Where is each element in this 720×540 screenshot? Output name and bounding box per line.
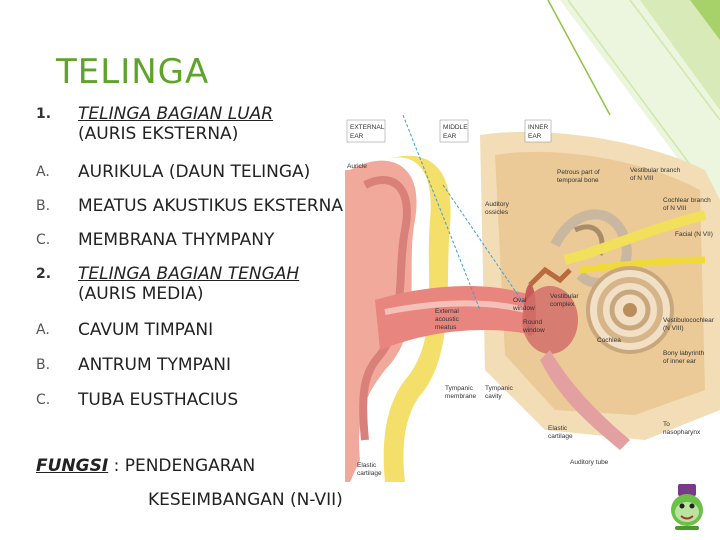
item-letter: A. [36, 164, 50, 180]
mascot-icon [671, 484, 703, 530]
label-cochlea: Cochlea [597, 337, 621, 344]
item-number: 2. [36, 266, 52, 282]
label-elastic-cartilage-2: cartilage [548, 433, 573, 440]
item-text: ANTRUM TYMPANI [78, 355, 232, 375]
label-bony-labyrinth: Bony labyrinth [663, 350, 705, 357]
label-oval-window: Oval [513, 297, 527, 304]
item-letter: C. [36, 232, 51, 248]
label-oval-window-2: window [512, 305, 535, 312]
label-tympanic-cavity: Tympanic [485, 385, 514, 392]
label-tympanic-membrane: Tympanic [445, 385, 474, 392]
function-separator: : [108, 456, 125, 476]
header-inner-2: EAR [528, 133, 542, 140]
item-text: CAVUM TIMPANI [78, 320, 214, 340]
label-cochlear-branch: Cochlear branch [663, 197, 711, 204]
label-vestibular-complex-2: complex [550, 301, 575, 308]
header-middle-2: EAR [443, 133, 457, 140]
label-petrous-2: temporal bone [557, 177, 599, 184]
label-auditory-tube: Auditory tube [570, 459, 609, 466]
item-text: TUBA EUSTHACIUS [78, 390, 239, 410]
header-inner: INNER [528, 124, 549, 131]
header-middle: MIDDLE [443, 124, 468, 131]
label-external-meatus-3: meatus [435, 324, 457, 331]
item-letter: A. [36, 322, 50, 338]
item-letter: B. [36, 198, 51, 214]
function-label: FUNGSI [36, 456, 109, 476]
label-round-window: Round [523, 319, 543, 326]
item-letter: C. [36, 392, 51, 408]
label-external-meatus: External [435, 308, 459, 315]
function-value: PENDENGARAN [124, 456, 256, 476]
label-vestibular-branch: Vestibular branch [630, 167, 681, 174]
item-subheading: (AURIS MEDIA) [78, 284, 204, 304]
label-auricle: Auricle [347, 163, 367, 170]
label-round-window-2: window [522, 327, 545, 334]
label-external-meatus-2: acoustic [435, 316, 460, 323]
item-subheading: (AURIS EKSTERNA) [78, 124, 239, 144]
slide-title: TELINGA [56, 52, 210, 92]
function-value-2: KESEIMBANGAN (N-VII) [148, 490, 343, 510]
item-text: MEATUS AKUSTIKUS EKSTERNA [78, 196, 343, 216]
label-vestibular-branch-2: of N VIII [630, 175, 654, 182]
label-vestibulocochlear-2: (N VIII) [663, 325, 684, 332]
label-elastic-cartilage: Elastic [548, 425, 568, 432]
item-text: MEMBRANA THYMPANY [78, 230, 275, 250]
label-elastic-cartilage-b-2: cartilage [357, 470, 382, 477]
label-vestibulocochlear: Vestibulocochlear [663, 317, 715, 324]
label-tympanic-membrane-2: membrane [445, 393, 476, 400]
label-bony-labyrinth-2: of inner ear [663, 358, 697, 365]
label-petrous: Petrous part of [557, 169, 600, 176]
function-line: FUNGSI : PENDENGARAN [36, 456, 255, 476]
item-letter: B. [36, 357, 51, 373]
item-heading: TELINGA BAGIAN LUAR [78, 104, 274, 124]
label-auditory-ossicles: Auditory [485, 201, 510, 208]
label-facial: Facial (N VII) [675, 231, 713, 238]
header-external: EXTERNAL [350, 124, 385, 131]
label-vestibular-complex: Vestibular [550, 293, 579, 300]
label-cochlear-branch-2: of N VIII [663, 205, 687, 212]
label-to-nasopharynx-2: nasopharynx [663, 429, 701, 436]
label-auditory-ossicles-2: ossicles [485, 209, 509, 216]
item-text: AURIKULA (DAUN TELINGA) [78, 162, 311, 182]
label-to-nasopharynx: To [663, 421, 670, 428]
header-external-2: EAR [350, 133, 364, 140]
label-tympanic-cavity-2: cavity [485, 393, 502, 400]
label-elastic-cartilage-b: Elastic [357, 462, 377, 469]
ear-anatomy-diagram: EXTERNAL EAR MIDDLE EAR INNER EAR Auricl… [345, 114, 720, 482]
item-number: 1. [36, 106, 52, 122]
item-heading: TELINGA BAGIAN TENGAH [78, 264, 300, 284]
